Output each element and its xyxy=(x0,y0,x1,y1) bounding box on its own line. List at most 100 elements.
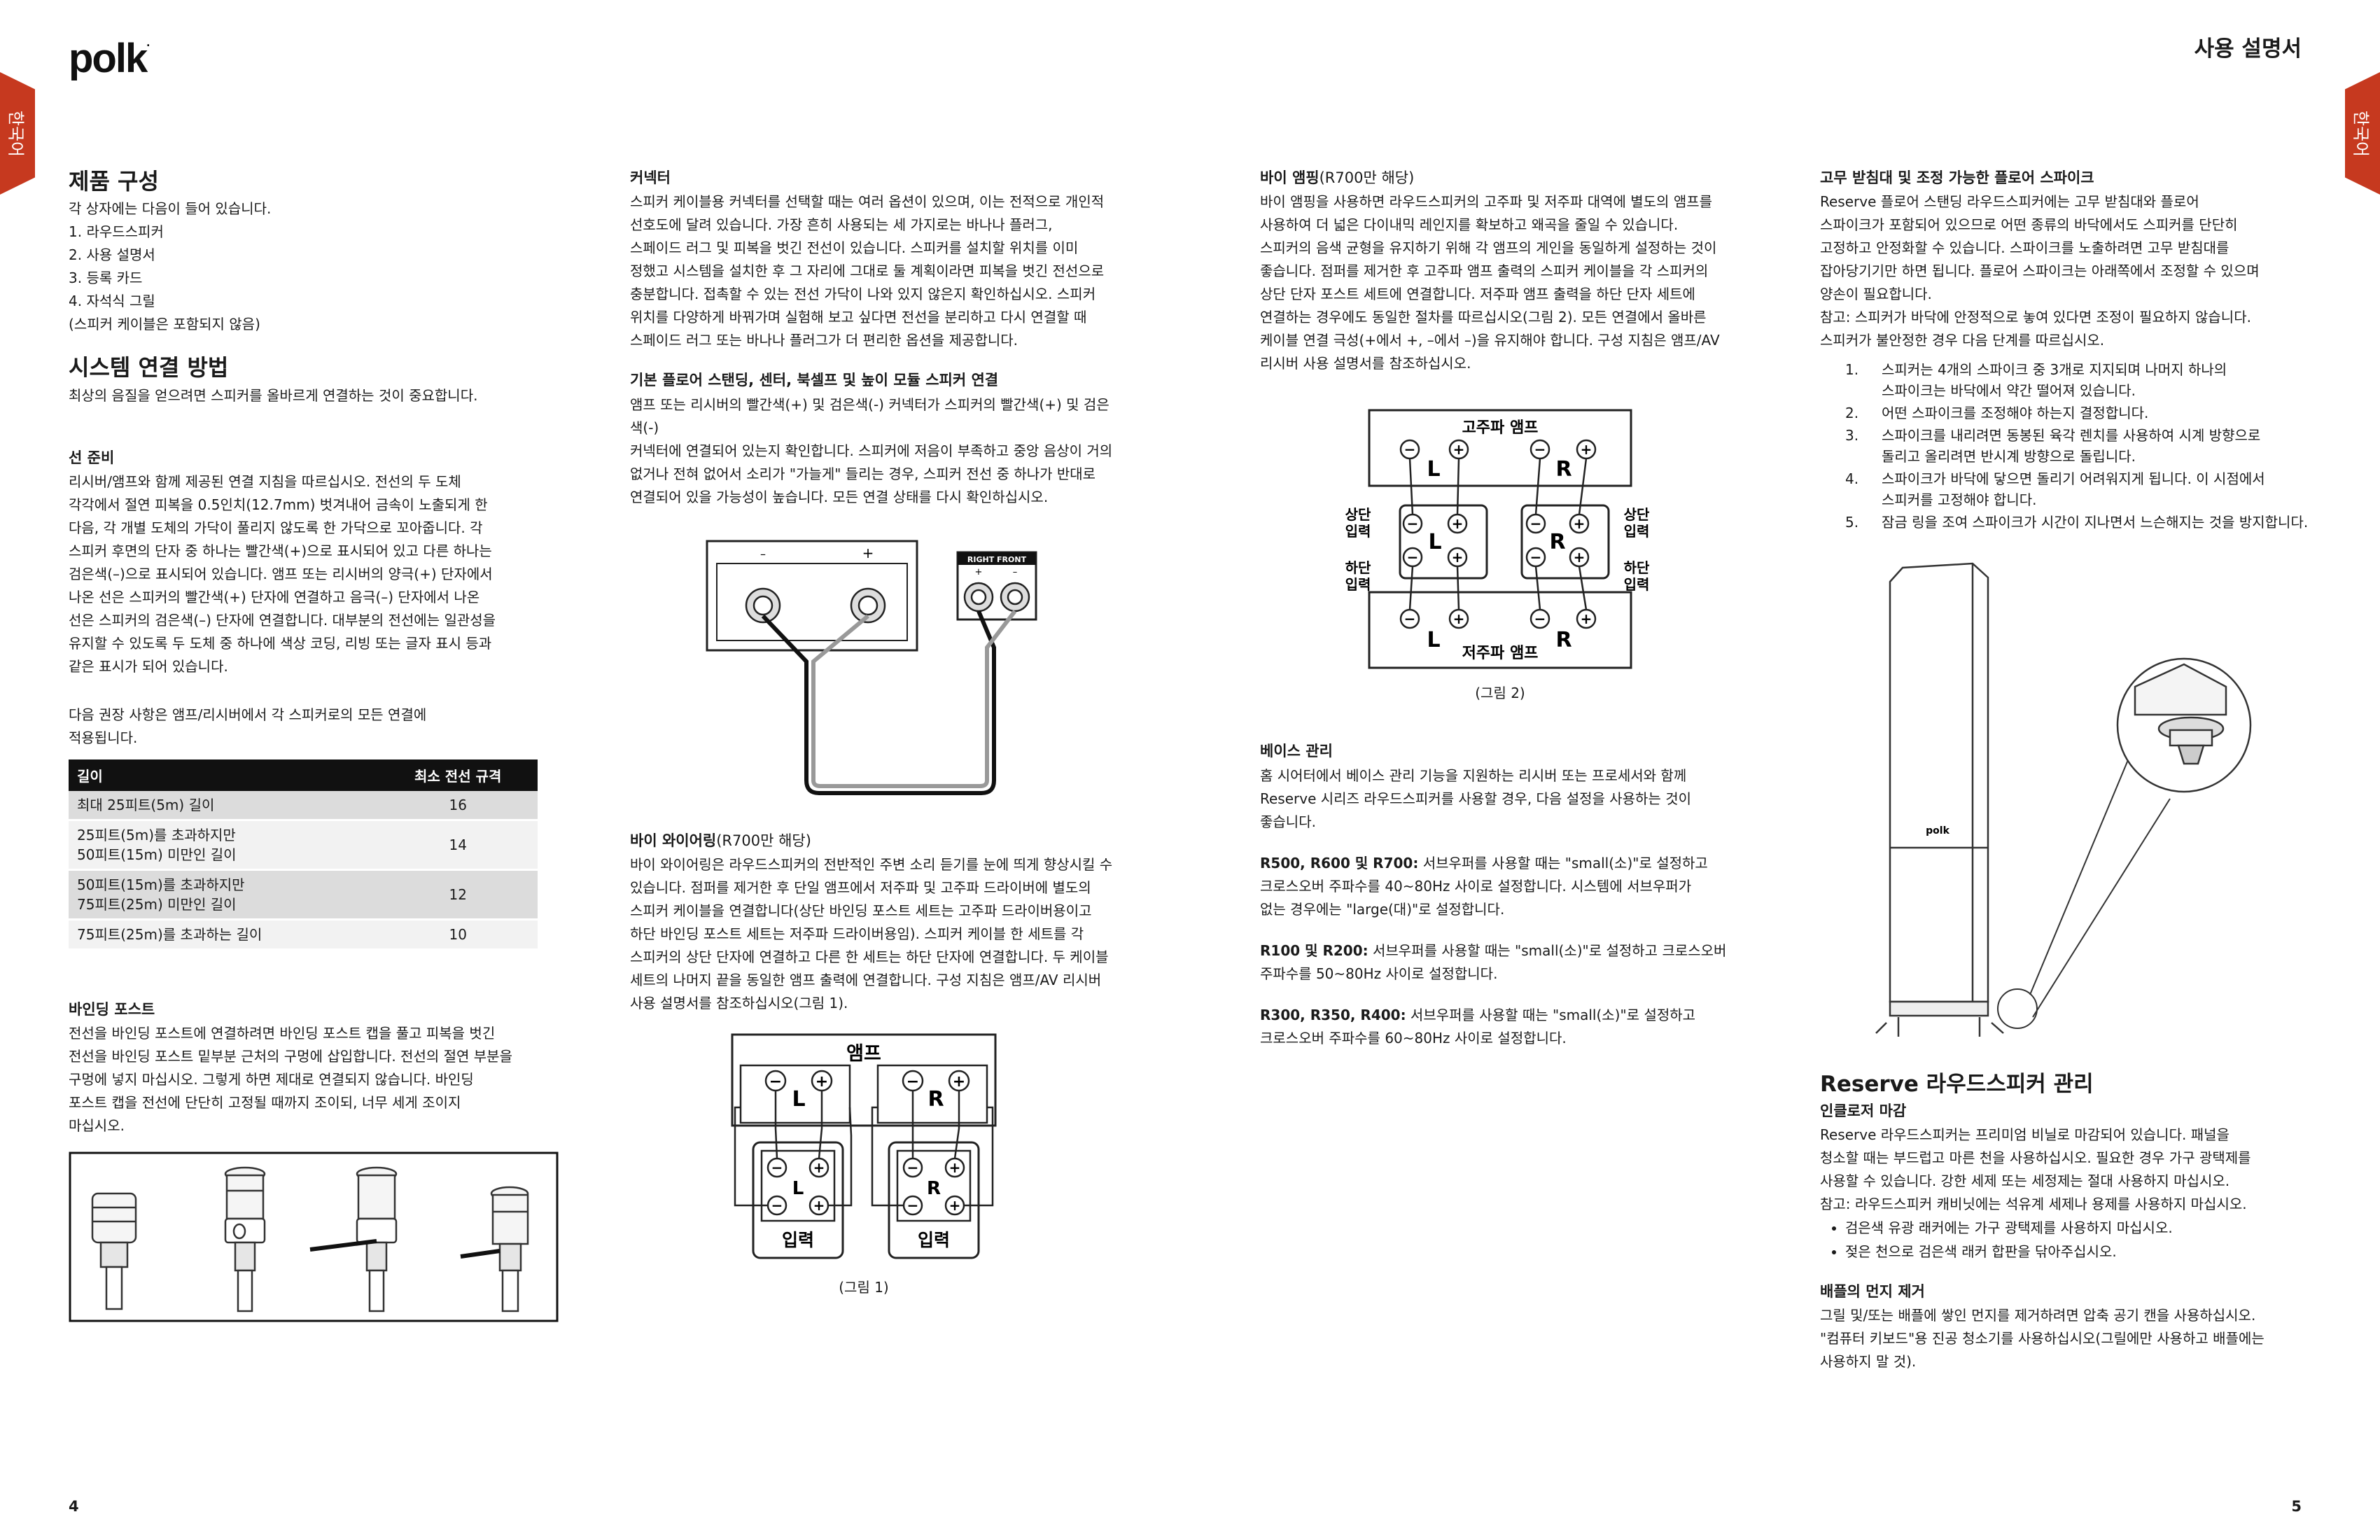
model-name: R500, R600 및 R700: xyxy=(1260,854,1419,872)
connectors-line: 정했고 시스템을 설치한 후 그 자리에 그대로 둘 계획이라면 피복을 벗긴 … xyxy=(630,262,1105,280)
biamp-heading: 바이 앰핑(R700만 해당) xyxy=(1260,168,1750,188)
svg-text:+: + xyxy=(813,1197,825,1214)
biamp-line: 사용하여 더 넓은 다이내믹 레인지를 확보하고 왜곡을 줄일 수 있습니다. xyxy=(1260,216,1679,234)
system-text: 최상의 음질을 얻으려면 스피커를 올바르게 연결하는 것이 중요합니다. xyxy=(69,386,478,404)
binding-post-step-3 xyxy=(309,1167,398,1312)
language-tab-right: 한국어 xyxy=(2345,72,2380,195)
column-3: 바이 앰핑(R700만 해당) 바이 앰핑을 사용하면 라우드스피커의 고주파 … xyxy=(1260,168,1750,1068)
length-line: 50피트(15m)를 초과하지만 xyxy=(77,876,245,894)
svg-text:−: − xyxy=(907,1159,919,1176)
fig2-bottom-input-label: 입력 xyxy=(1345,576,1371,593)
fig2-bottom-input-label: 입력 xyxy=(1624,576,1650,593)
step-number: 5. xyxy=(1845,514,1859,531)
table-header-length: 길이 xyxy=(69,760,379,792)
binding-line: 포스트 캡을 전선에 단단히 고정될 때까지 조이되, 너무 세게 조이지 xyxy=(69,1094,461,1112)
model-text: 크로스오버 주파수를 40~80Hz 사이로 설정합니다. 시스템에 서브우퍼가 xyxy=(1260,877,1692,895)
fig1-amp-label: 앰프 xyxy=(846,1043,881,1065)
svg-text:−: − xyxy=(771,1159,783,1176)
model-text: 서브우퍼를 사용할 때는 "small(소)"로 설정하고 xyxy=(1406,1006,1696,1023)
biamp-heading-main: 바이 앰핑 xyxy=(1260,169,1320,186)
svg-text:−: − xyxy=(1404,441,1416,458)
table-cell-gauge: 16 xyxy=(378,791,538,822)
model-setting: R100 및 R200: 서브우퍼를 사용할 때는 "small(소)"로 설정… xyxy=(1260,939,1750,986)
table-cell-gauge: 12 xyxy=(378,869,538,921)
table-header-row: 길이 최소 전선 규격 xyxy=(69,760,538,792)
biamp-line: 좋습니다. 점퍼를 제거한 후 고주파 앰프 출력의 스피커 케이블을 각 스피… xyxy=(1260,262,1709,280)
baffle-line: "컴퓨터 키보드"용 진공 청소기를 사용하십시오(그릴에만 사용하고 배플에는 xyxy=(1820,1330,2264,1348)
fig2-speaker-left-label: L xyxy=(1428,530,1441,554)
svg-text:−: − xyxy=(1407,515,1419,532)
wire-prep-line: 검은색(–)으로 표시되어 있습니다. 앰프 또는 리시버의 양극(+) 단자에… xyxy=(69,566,493,583)
fig2-low-right-label: R xyxy=(1555,628,1572,652)
svg-text:+: + xyxy=(1574,549,1586,566)
step-line: 스피커를 고정해야 합니다. xyxy=(1882,491,2037,509)
bass-management-heading: 베이스 관리 xyxy=(1260,743,1333,760)
connectors-section: 커넥터 스피커 케이블용 커넥터를 선택할 때는 여러 옵션이 있으며, 이는 … xyxy=(630,168,1120,352)
enclosure-line: 사용할 수 있습니다. 강한 세제 또는 세정제는 절대 사용하지 마십시오. xyxy=(1820,1172,2230,1189)
model-setting: R300, R350, R400: 서브우퍼를 사용할 때는 "small(소)… xyxy=(1260,1004,1750,1050)
fig1-amp-left-label: L xyxy=(792,1087,805,1112)
biwire-heading-main: 바이 와이어링 xyxy=(630,832,717,849)
fig1-right-input-label: 입력 xyxy=(918,1230,950,1250)
svg-text:−: − xyxy=(771,1197,783,1214)
enclosure-line: 청소할 때는 부드럽고 마른 천을 사용하십시오. 필요한 경우 가구 광택제를 xyxy=(1820,1149,2251,1166)
column-1: 제품 구성 각 상자에는 다음이 들어 있습니다. 1. 라우드스피커 2. 사… xyxy=(69,168,559,1323)
model-text: 없는 경우에는 "large(대)"로 설정합니다. xyxy=(1260,900,1505,918)
fig2-speaker-right-label: R xyxy=(1549,530,1565,554)
svg-text:+: + xyxy=(949,1159,961,1176)
svg-text:−: − xyxy=(907,1197,919,1214)
column-2: 커넥터 스피커 케이블용 커넥터를 선택할 때는 여러 옵션이 있으며, 이는 … xyxy=(630,168,1120,1296)
length-line: 50피트(15m) 미만인 길이 xyxy=(77,846,237,864)
svg-text:+: + xyxy=(1452,549,1464,566)
biwire-section: 바이 와이어링(R700만 해당) 바이 와이어링은 라우드스피커의 전반적인 … xyxy=(630,831,1120,1015)
basic-line: 없거나 전혀 없어서 소리가 "가늘게" 들리는 경우, 스피커 전선 중 하나… xyxy=(630,465,1096,482)
svg-text:+: + xyxy=(1581,610,1592,627)
step-text: 어떤 스파이크를 조정해야 하는지 결정합니다. xyxy=(1882,402,2148,424)
feet-line: 잡아당기기만 하면 됩니다. 플로어 스파이크는 아래쪽에서 조정할 수 있으며 xyxy=(1820,262,2260,280)
svg-text:+: + xyxy=(1452,515,1464,532)
contents-section: 제품 구성 각 상자에는 다음이 들어 있습니다. 1. 라우드스피커 2. 사… xyxy=(69,168,559,336)
svg-text:−: − xyxy=(1530,549,1542,566)
fig2-bottom-input-label: 하단 xyxy=(1624,559,1650,576)
figure-2-caption: (그림 2) xyxy=(1475,685,1525,702)
fig2-top-input-label: 상단 xyxy=(1345,506,1371,523)
wire-prep-line: 유지할 수 있도록 두 도체 중 하나에 색상 코딩, 리빙 또는 글자 표시 … xyxy=(69,635,492,652)
language-tab-left: 한국어 xyxy=(0,72,35,195)
system-heading: 시스템 연결 방법 xyxy=(69,354,229,382)
model-text: 크로스오버 주파수를 60~80Hz 사이로 설정합니다. xyxy=(1260,1029,1567,1046)
model-text: 주파수를 50~80Hz 사이로 설정합니다. xyxy=(1260,965,1498,982)
binding-line: 전선을 바인딩 포스트 밑부분 근처의 구멍에 삽입합니다. 전선의 절연 부분… xyxy=(69,1048,512,1065)
fig2-top-input-label: 상단 xyxy=(1624,506,1650,523)
biwire-line: 스피커의 상단 단자에 연결하고 다른 한 세트는 하단 단자에 연결합니다. … xyxy=(630,948,1109,966)
bass-line: Reserve 시리즈 라우드스피커를 사용할 경우, 다음 설정을 사용하는 … xyxy=(1260,790,1692,807)
svg-text:−: − xyxy=(1407,549,1419,566)
wire-prep-section: 선 준비 리시버/앰프와 함께 제공된 연결 지침을 따르십시오. 전선의 두 … xyxy=(69,448,559,678)
table-cell-gauge: 14 xyxy=(378,820,538,872)
fig2-high-left-label: L xyxy=(1427,457,1440,482)
model-name: R100 및 R200: xyxy=(1260,941,1368,959)
floor-speaker-spike-illustration: polk xyxy=(1875,563,2252,1037)
step-number: 1. xyxy=(1845,361,1859,379)
speaker-plus-label: + xyxy=(975,567,983,578)
step-line: 스피커는 4개의 스파이크 중 3개로 지지되며 나머지 하나의 xyxy=(1882,361,2227,379)
svg-text:+: + xyxy=(1453,610,1465,627)
step-number: 2. xyxy=(1845,405,1859,422)
enclosure-line: Reserve 라우드스피커는 프리미엄 비닐로 마감되어 있습니다. 패널을 xyxy=(1820,1126,2230,1143)
feet-spikes-section: 고무 받침대 및 조정 가능한 플로어 스파이크 Reserve 플로어 스탠딩… xyxy=(1820,168,2324,533)
baffle-line: 그릴 및/또는 배플에 쌓인 먼지를 제거하려면 압축 공기 캔을 사용하십시오… xyxy=(1820,1307,2256,1324)
care-bullet-list: 검은색 유광 래커에는 가구 광택제를 사용하지 마십시오. 젖은 천으로 검은… xyxy=(1820,1216,2324,1264)
biwire-heading: 바이 와이어링(R700만 해당) xyxy=(630,831,1120,850)
svg-text:+: + xyxy=(1453,441,1465,458)
length-line: 75피트(25m)를 초과하는 길이 xyxy=(77,926,262,944)
amp-minus-label: – xyxy=(760,547,766,561)
polk-logo: polk. xyxy=(69,35,150,81)
biamp-line: 상단 단자 포스트 세트에 연결합니다. 저주파 앰프 출력을 하단 단자 세트… xyxy=(1260,286,1695,303)
basic-connection-heading: 기본 플로어 스탠딩, 센터, 북셀프 및 높이 모듈 스피커 연결 xyxy=(630,372,999,389)
wire-prep-line: 각각에서 절연 피복을 0.5인치(12.7mm) 벗겨내어 금속이 노출되게 … xyxy=(69,496,488,514)
feet-line: 스피커가 불안정한 경우 다음 단계를 따르십시오. xyxy=(1820,332,2105,349)
